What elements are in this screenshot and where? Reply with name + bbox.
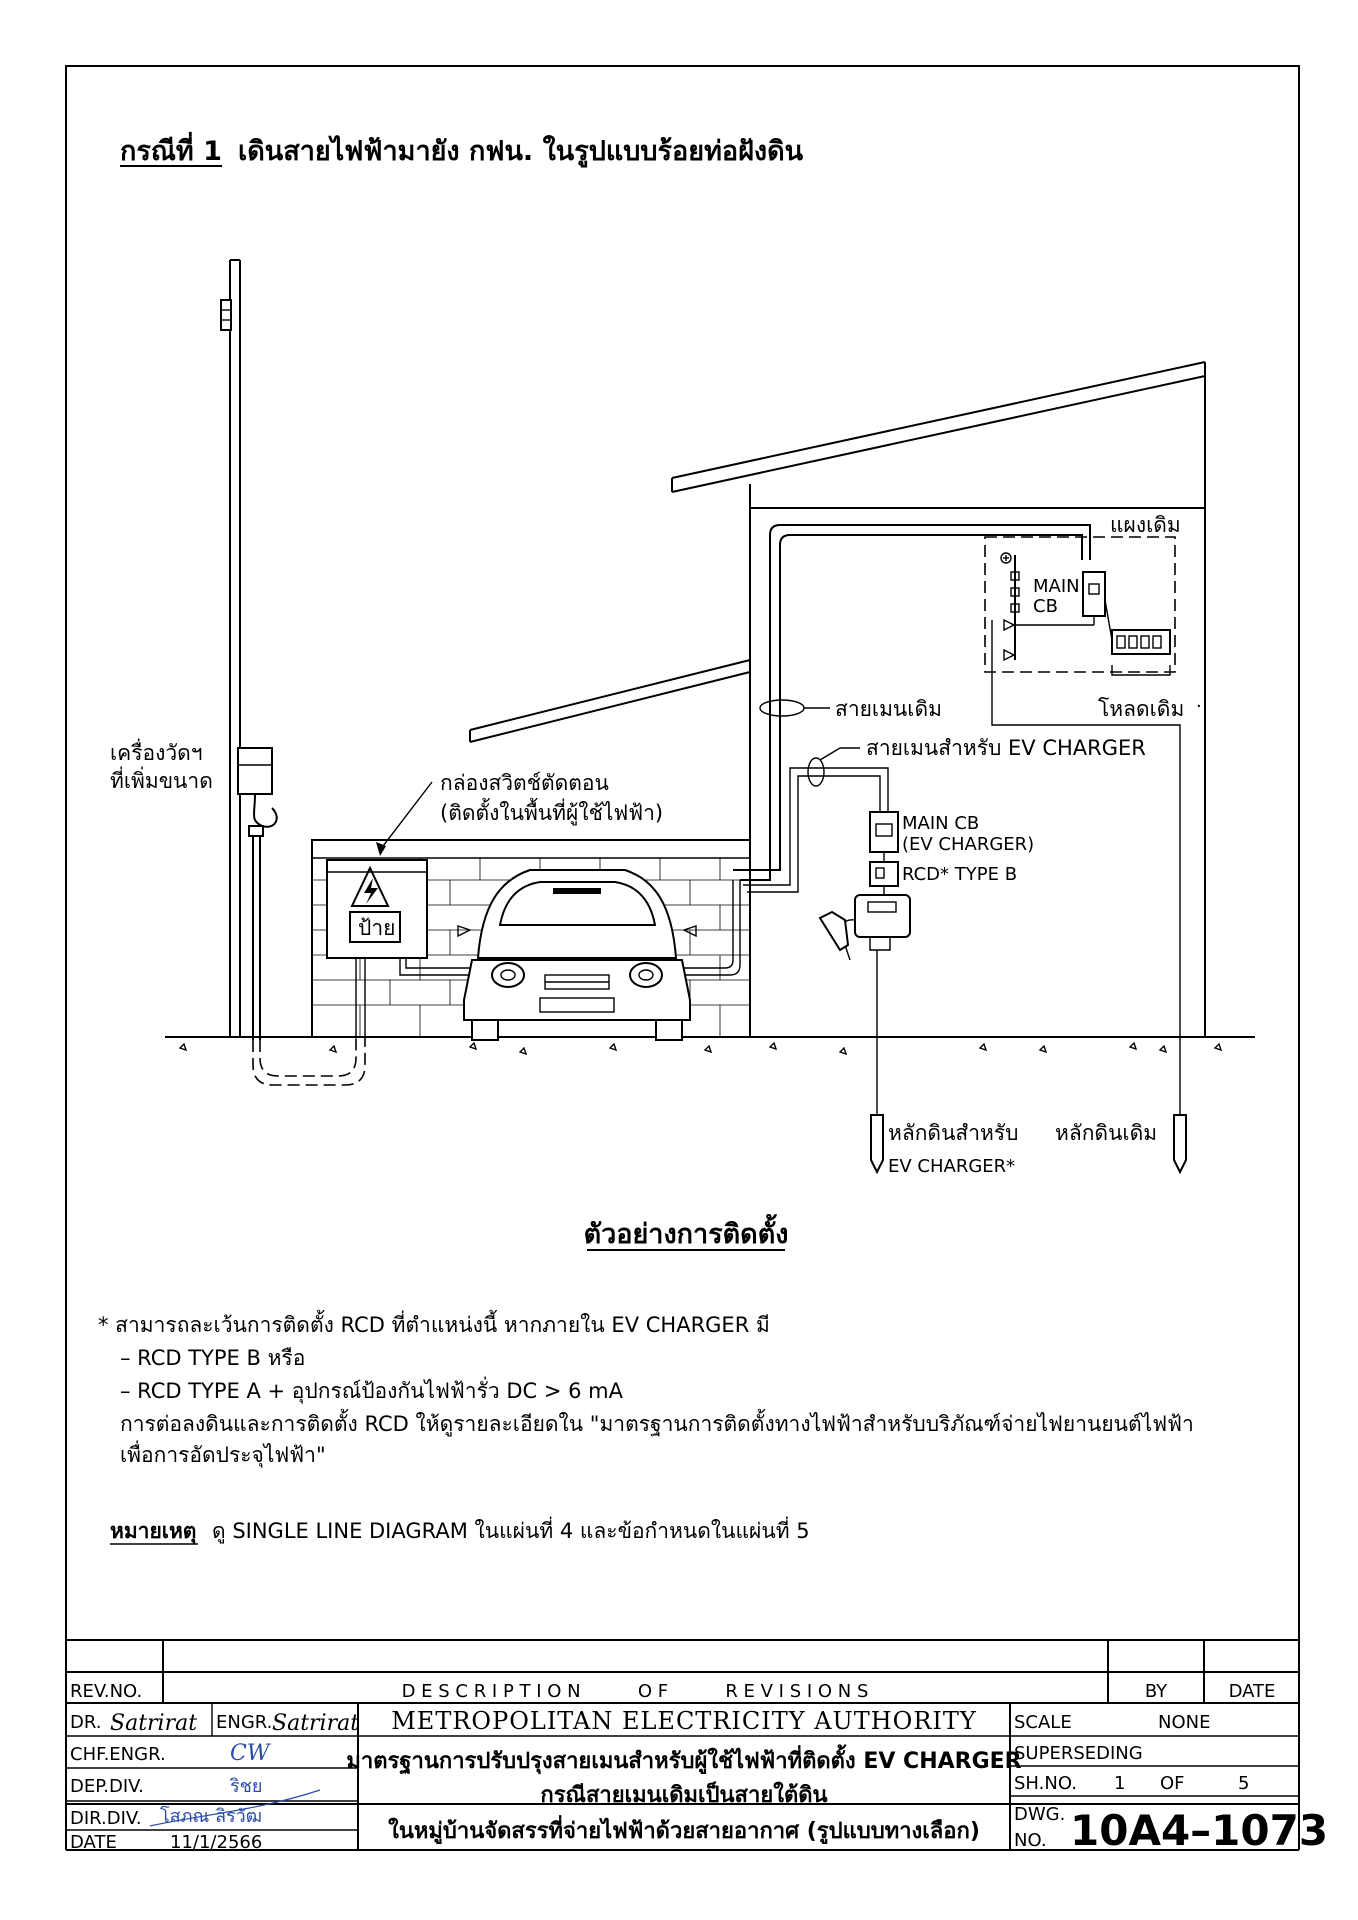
ev-ground-wire bbox=[870, 950, 884, 1175]
chf-engr-label: CHF.ENGR. bbox=[70, 1744, 166, 1765]
revisions-header: D E S C R I P T I O N O F R E V I S I O … bbox=[402, 1681, 869, 1702]
existing-panel-label: แผงเดิม bbox=[1110, 513, 1181, 537]
description-line-2: กรณีสายเมนเดิมเป็นสายใต้ดิน bbox=[540, 1780, 827, 1808]
title-block-lower bbox=[66, 1804, 1299, 1844]
dep-div-signature: ริชย bbox=[230, 1776, 263, 1797]
existing-main-cable bbox=[733, 524, 1091, 881]
case-label: กรณีที่ 1 bbox=[120, 131, 222, 167]
charging-plug-icon bbox=[818, 910, 850, 952]
sheet-of: OF bbox=[1160, 1773, 1185, 1794]
authority-name: METROPOLITAN ELECTRICITY AUTHORITY bbox=[391, 1707, 977, 1735]
ev-main-cable-leader bbox=[819, 747, 860, 761]
ground-line bbox=[165, 1036, 1255, 1056]
remark-label: หมายเหตุ bbox=[110, 1519, 196, 1545]
utility-pole bbox=[220, 259, 241, 1037]
rcd-label: RCD* TYPE B bbox=[902, 864, 1017, 885]
chf-engr-signature: CW bbox=[230, 1741, 272, 1766]
page-title: เดินสายไฟฟ้ามายัง กฟน. ในรูปแบบร้อยท่อฝั… bbox=[238, 135, 804, 168]
ev-ground-label-1: หลักดินสำหรับ bbox=[888, 1121, 1018, 1145]
ev-main-cb-label-2: (EV CHARGER) bbox=[902, 834, 1034, 855]
existing-panel bbox=[984, 536, 1176, 676]
existing-ground-wire bbox=[991, 620, 1187, 1175]
meter-label-2: ที่เพิ่มขนาด bbox=[110, 766, 213, 793]
breaker-row-icon bbox=[1111, 629, 1171, 655]
dep-div-label: DEP.DIV. bbox=[70, 1776, 144, 1797]
sign-label: ป้าย bbox=[358, 916, 395, 940]
dr-label: DR. bbox=[70, 1712, 101, 1733]
switch-box-label-1: กล่องสวิตช์ตัดตอน bbox=[440, 771, 609, 795]
main-cb-label-2: CB bbox=[1033, 596, 1058, 617]
sheet-border bbox=[65, 65, 1300, 1805]
switch-box-label-2: (ติดตั้งในพื้นที่ผู้ใช้ไฟฟ้า) bbox=[440, 798, 663, 826]
rev-no-header: REV.NO. bbox=[70, 1681, 142, 1702]
engr-label: ENGR. bbox=[216, 1712, 272, 1733]
rcd-device bbox=[869, 852, 899, 887]
note-line-4: การต่อลงดินและการติดตั้ง RCD ให้ดูรายละเ… bbox=[120, 1409, 1194, 1437]
ev-charger bbox=[818, 886, 911, 961]
title-block bbox=[66, 1639, 1299, 1804]
ev-ground-label-2: EV CHARGER* bbox=[888, 1156, 1015, 1177]
scale-value: NONE bbox=[1158, 1712, 1210, 1733]
dir-div-label: DIR.DIV. bbox=[70, 1808, 142, 1829]
dir-div-signature-stroke bbox=[149, 1789, 321, 1827]
existing-load-label: โหลดเดิม bbox=[1098, 697, 1184, 721]
note-line-3: – RCD TYPE A + อุปกรณ์ป้องกันไฟฟ้ารั่ว D… bbox=[120, 1376, 624, 1404]
meter-label-1: เครื่องวัดฯ bbox=[110, 738, 203, 765]
sheet-no-label: SH.NO. bbox=[1014, 1773, 1077, 1794]
note-line-5: เพื่อการอัดประจุไฟฟ้า" bbox=[120, 1440, 326, 1468]
house-wall bbox=[749, 484, 1205, 1037]
ev-main-cb bbox=[869, 811, 899, 853]
ev-main-cb-label-1: MAIN CB bbox=[902, 813, 979, 834]
carport-roof bbox=[469, 659, 751, 743]
superseding-label: SUPERSEDING bbox=[1014, 1743, 1143, 1764]
existing-ground-label: หลักดินเดิม bbox=[1055, 1121, 1157, 1145]
note-line-2: – RCD TYPE B หรือ bbox=[120, 1346, 305, 1370]
main-cb-label-1: MAIN bbox=[1033, 576, 1080, 597]
sheet-number: 1 bbox=[1114, 1773, 1125, 1794]
disconnect-switch-box: ป้าย bbox=[326, 859, 428, 959]
sheet-total: 5 bbox=[1238, 1773, 1249, 1794]
ev-main-cable-label: สายเมนสำหรับ EV CHARGER bbox=[866, 736, 1146, 760]
lightning-icon bbox=[364, 878, 378, 904]
note-line-1: * สามารถละเว้นการติดตั้ง RCD ที่ตำแหน่งน… bbox=[98, 1310, 770, 1337]
by-header: BY bbox=[1145, 1681, 1168, 1702]
diagram-caption: ตัวอย่างการติดตั้ง bbox=[584, 1213, 789, 1250]
dr-signature: Satrirat bbox=[110, 1711, 197, 1736]
car-icon bbox=[457, 869, 697, 1041]
date-header: DATE bbox=[1229, 1681, 1276, 1702]
remark-text: ดู SINGLE LINE DIAGRAM ในแผ่นที่ 4 และข้… bbox=[212, 1516, 810, 1544]
house-roof bbox=[671, 361, 1206, 1037]
engr-signature: Satrirat bbox=[272, 1711, 359, 1736]
switch-box-leader bbox=[376, 781, 433, 856]
description-line-1: มาตรฐานการปรับปรุงสายเมนสำหรับผู้ใช้ไฟฟ้… bbox=[346, 1744, 1021, 1775]
scale-label: SCALE bbox=[1014, 1712, 1072, 1733]
underground-conduit bbox=[252, 1037, 366, 1086]
meter-icon bbox=[237, 747, 278, 1040]
ev-main-cable bbox=[743, 757, 889, 893]
existing-main-cable-label: สายเมนเดิม bbox=[835, 697, 942, 721]
existing-load-mark: · bbox=[1196, 696, 1202, 717]
